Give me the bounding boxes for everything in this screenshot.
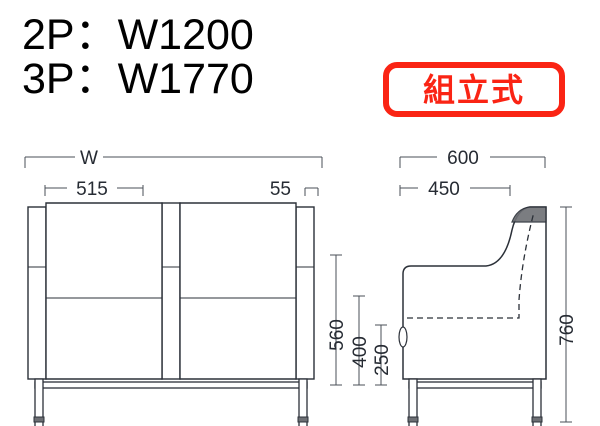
side-view-group: 600 450 xyxy=(398,148,578,426)
front-foot-left xyxy=(33,416,45,423)
dim-total-height-760 xyxy=(560,206,572,423)
front-leg-right xyxy=(298,378,308,426)
left-armrest xyxy=(27,206,47,380)
dim-label-560: 560 xyxy=(327,319,348,351)
front-foot-right xyxy=(297,416,309,423)
dim-arm-height-400 xyxy=(353,295,365,386)
dim-label-600: 600 xyxy=(447,148,479,169)
center-divider xyxy=(161,202,181,380)
spec-line-3p: 3P：W1770 xyxy=(22,54,254,103)
side-body-profile xyxy=(402,206,547,380)
dim-seat-height-250 xyxy=(375,324,387,386)
dim-label-400: 400 xyxy=(350,336,371,368)
front-leg-left xyxy=(34,378,44,426)
dim-seat-width-515 xyxy=(44,185,144,196)
armrest-front-roll xyxy=(398,326,408,348)
dim-back-height-560 xyxy=(330,254,342,386)
assembly-badge-label: 組立式 xyxy=(422,70,525,109)
dim-arm-width-55 xyxy=(304,187,319,196)
dim-label-W: W xyxy=(80,148,98,169)
side-leg-front xyxy=(408,378,418,426)
dim-label-515: 515 xyxy=(76,179,108,200)
side-foot-front xyxy=(407,416,419,423)
dim-depth-450 xyxy=(399,185,511,196)
dim-label-55: 55 xyxy=(270,179,291,200)
right-seat-block xyxy=(179,202,297,380)
dim-label-250: 250 xyxy=(372,344,393,376)
assembly-badge: 組立式 xyxy=(383,62,565,117)
dim-width-W xyxy=(24,156,323,168)
spec-header: 2P：W1200 3P：W1770 xyxy=(22,11,254,103)
front-frame-rail xyxy=(34,381,308,389)
front-view-group: W 515 55 xyxy=(24,148,393,426)
side-frame-rail xyxy=(408,381,542,389)
spec-line-2p: 2P：W1200 xyxy=(22,11,254,59)
side-foot-back xyxy=(531,416,543,423)
dim-label-450: 450 xyxy=(428,179,460,200)
hidden-seat-line xyxy=(407,211,535,319)
right-armrest xyxy=(295,206,315,380)
dim-depth-600 xyxy=(399,156,546,168)
left-seat-block xyxy=(45,202,163,380)
side-leg-back xyxy=(532,378,542,426)
dim-label-760: 760 xyxy=(557,314,578,346)
backrest-top-cap xyxy=(511,206,547,223)
